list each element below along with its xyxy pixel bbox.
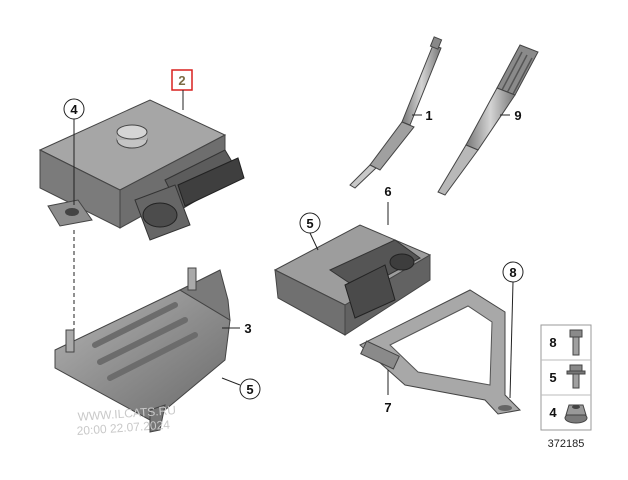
fastener-legend: 8 5 4 — [540, 324, 592, 431]
callout-5-bracket[interactable]: 5 — [221, 377, 261, 400]
svg-text:7: 7 — [384, 400, 391, 415]
svg-text:1: 1 — [425, 108, 432, 123]
svg-text:20:00 22.07.2024: 20:00 22.07.2024 — [76, 418, 170, 439]
svg-text:2: 2 — [178, 73, 185, 88]
callout-4-top[interactable]: 4 — [63, 98, 85, 205]
callout-7[interactable]: 7 — [384, 370, 392, 415]
legend-item-5[interactable]: 5 — [549, 364, 586, 389]
svg-text:4: 4 — [70, 102, 78, 117]
callout-1[interactable]: 1 — [412, 108, 433, 123]
glow-plug-9 — [437, 44, 539, 196]
svg-text:3: 3 — [244, 321, 251, 336]
callout-5-module[interactable]: 5 — [299, 212, 321, 251]
holder-frame — [359, 289, 522, 415]
watermark: WWW.ILCATS.RU 20:00 22.07.2024 — [76, 403, 176, 439]
mounting-bracket — [54, 267, 231, 433]
svg-text:5: 5 — [246, 382, 253, 397]
svg-text:WWW.ILCATS.RU: WWW.ILCATS.RU — [77, 403, 176, 424]
bolt-hex-icon — [569, 329, 583, 356]
svg-text:5: 5 — [549, 370, 556, 385]
callout-8[interactable]: 8 — [502, 261, 524, 399]
legend-item-4[interactable]: 4 — [549, 404, 588, 424]
bolt-flange-icon — [566, 364, 586, 389]
svg-text:8: 8 — [509, 265, 516, 280]
callout-3[interactable]: 3 — [222, 321, 252, 336]
glow-control-unit — [38, 99, 245, 241]
svg-text:9: 9 — [514, 108, 521, 123]
svg-text:5: 5 — [306, 216, 313, 231]
callout-2[interactable]: 2 — [171, 69, 193, 110]
svg-text:6: 6 — [384, 184, 391, 199]
svg-text:4: 4 — [549, 405, 557, 420]
reference-number: 372185 — [548, 438, 585, 450]
legend-item-8[interactable]: 8 — [549, 329, 583, 356]
glow-plug-1 — [349, 36, 443, 189]
svg-text:8: 8 — [549, 335, 556, 350]
control-module — [273, 224, 432, 336]
callout-6[interactable]: 6 — [384, 184, 392, 225]
callout-9[interactable]: 9 — [500, 108, 522, 123]
nut-flange-icon — [564, 404, 588, 424]
